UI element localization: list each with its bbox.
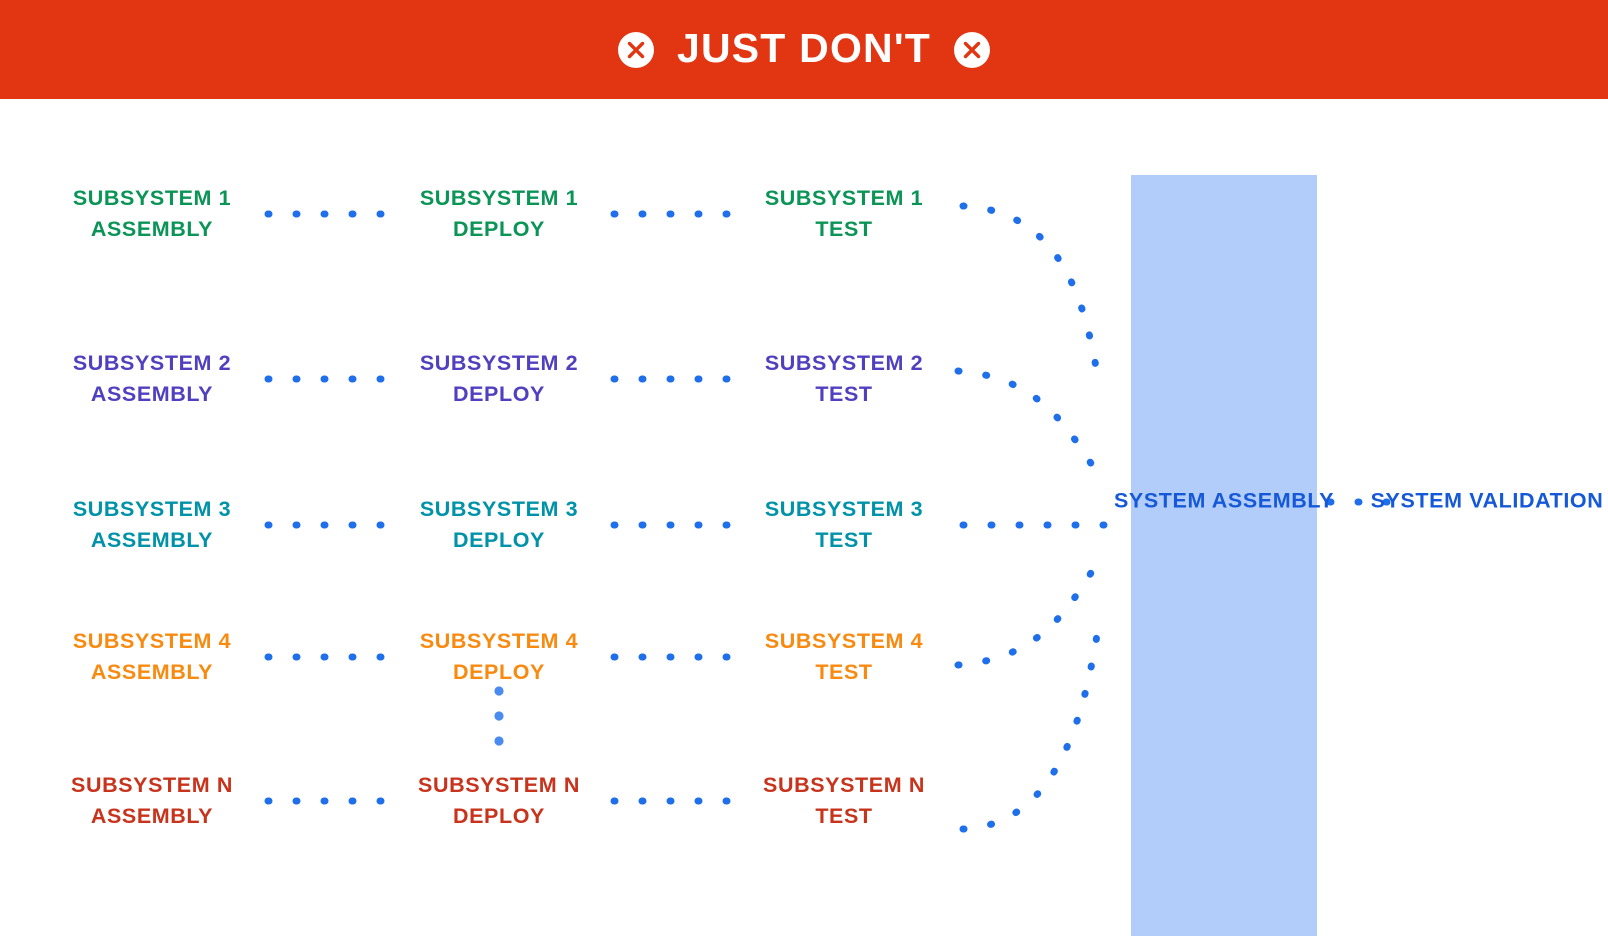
system-assembly-box bbox=[1131, 175, 1317, 936]
node-line-1: SUBSYSTEM 1 bbox=[764, 185, 924, 210]
node-line-1: SUBSYSTEM 2 bbox=[72, 350, 232, 375]
system-assembly-line-1: SYSTEM bbox=[1113, 488, 1206, 513]
node-line-2: DEPLOY bbox=[452, 660, 545, 684]
connector-lines bbox=[264, 202, 1404, 833]
node-subsystem-4-deploy[interactable]: SUBSYSTEM 4 DEPLOY bbox=[420, 626, 578, 688]
node-line-1: SUBSYSTEM 1 bbox=[419, 185, 579, 210]
node-line-2: TEST bbox=[815, 382, 873, 406]
circle-x-icon-left bbox=[617, 31, 654, 68]
node-line-1: SUBSYSTEM 3 bbox=[764, 496, 924, 521]
node-line-2: DEPLOY bbox=[452, 804, 545, 828]
node-line-1: SUBSYSTEM 1 bbox=[72, 185, 232, 210]
node-line-2: ASSEMBLY bbox=[90, 382, 214, 406]
node-subsystem-n-deploy[interactable]: SUBSYSTEM N DEPLOY bbox=[418, 770, 580, 832]
node-subsystem-3-deploy[interactable]: SUBSYSTEM 3 DEPLOY bbox=[420, 494, 578, 556]
system-assembly-label[interactable]: SYSTEM ASSEMBLY bbox=[1114, 485, 1334, 516]
node-subsystem-2-deploy[interactable]: SUBSYSTEM 2 DEPLOY bbox=[420, 348, 578, 410]
banner: JUST DON'T bbox=[0, 0, 1608, 99]
circle-x-icon-right bbox=[954, 31, 991, 68]
node-subsystem-1-deploy[interactable]: SUBSYSTEM 1 DEPLOY bbox=[420, 183, 578, 245]
node-line-1: SUBSYSTEM 4 bbox=[72, 628, 232, 653]
node-line-1: SUBSYSTEM 3 bbox=[419, 496, 579, 521]
node-subsystem-2-test[interactable]: SUBSYSTEM 2 TEST bbox=[765, 348, 923, 410]
node-subsystem-3-test[interactable]: SUBSYSTEM 3 TEST bbox=[765, 494, 923, 556]
node-line-2: DEPLOY bbox=[452, 528, 545, 552]
node-line-1: SUBSYSTEM N bbox=[71, 772, 233, 797]
system-validation-label[interactable]: SYSTEM VALIDATION bbox=[1371, 485, 1604, 516]
node-line-1: SUBSYSTEM 3 bbox=[72, 496, 232, 521]
node-line-1: SUBSYSTEM N bbox=[763, 772, 925, 797]
node-subsystem-4-assembly[interactable]: SUBSYSTEM 4 ASSEMBLY bbox=[73, 626, 231, 688]
node-line-1: SUBSYSTEM 2 bbox=[419, 350, 579, 375]
node-line-2: TEST bbox=[815, 217, 873, 241]
node-line-1: SUBSYSTEM 4 bbox=[764, 628, 924, 653]
node-line-2: TEST bbox=[815, 660, 873, 684]
system-validation-line-2: VALIDATION bbox=[1469, 488, 1604, 513]
node-subsystem-n-test[interactable]: SUBSYSTEM N TEST bbox=[763, 770, 925, 832]
system-validation-line-1: SYSTEM bbox=[1370, 488, 1463, 513]
node-line-2: TEST bbox=[815, 804, 873, 828]
system-assembly-line-2: ASSEMBLY bbox=[1211, 488, 1335, 513]
node-subsystem-1-assembly[interactable]: SUBSYSTEM 1 ASSEMBLY bbox=[73, 183, 231, 245]
node-subsystem-3-assembly[interactable]: SUBSYSTEM 3 ASSEMBLY bbox=[73, 494, 231, 556]
node-line-2: ASSEMBLY bbox=[90, 804, 214, 828]
node-line-1: SUBSYSTEM N bbox=[418, 772, 580, 797]
node-subsystem-n-assembly[interactable]: SUBSYSTEM N ASSEMBLY bbox=[71, 770, 233, 832]
banner-title: JUST DON'T bbox=[676, 25, 932, 71]
node-subsystem-2-assembly[interactable]: SUBSYSTEM 2 ASSEMBLY bbox=[73, 348, 231, 410]
node-line-2: TEST bbox=[815, 528, 873, 552]
node-line-1: SUBSYSTEM 4 bbox=[419, 628, 579, 653]
node-line-2: ASSEMBLY bbox=[90, 660, 214, 684]
node-line-2: DEPLOY bbox=[452, 382, 545, 406]
node-line-2: ASSEMBLY bbox=[90, 217, 214, 241]
node-subsystem-4-test[interactable]: SUBSYSTEM 4 TEST bbox=[765, 626, 923, 688]
diagram-canvas: SUBSYSTEM 1 ASSEMBLY SUBSYSTEM 1 DEPLOY … bbox=[0, 99, 1608, 936]
node-line-2: DEPLOY bbox=[452, 217, 545, 241]
node-line-1: SUBSYSTEM 2 bbox=[764, 350, 924, 375]
node-subsystem-1-test[interactable]: SUBSYSTEM 1 TEST bbox=[765, 183, 923, 245]
node-line-2: ASSEMBLY bbox=[90, 528, 214, 552]
